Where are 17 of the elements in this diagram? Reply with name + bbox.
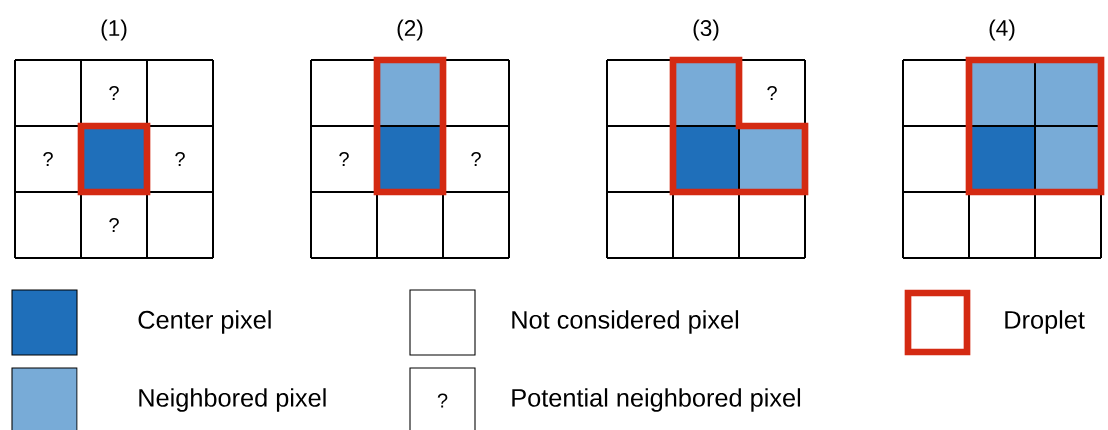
question-mark: ? <box>339 152 349 166</box>
question-mark: ? <box>109 86 119 100</box>
panel-label: (1) <box>101 19 127 41</box>
panel-label: (3) <box>693 19 719 41</box>
legend-label: Neighbored pixel <box>139 388 326 412</box>
panel-label: (4) <box>989 19 1015 41</box>
question-mark: ? <box>175 152 185 166</box>
legend-label: Potential neighbored pixel <box>512 388 801 412</box>
question-mark: ? <box>767 86 777 100</box>
question-mark: ? <box>43 152 53 166</box>
question-mark: ? <box>109 218 119 232</box>
legend-label: Center pixel <box>138 310 271 334</box>
question-mark: ? <box>471 152 481 166</box>
legend-label: Droplet <box>1005 310 1085 334</box>
legend-label: Not considered pixel <box>512 310 739 334</box>
question-mark: ? <box>437 393 448 408</box>
panel-label: (2) <box>397 19 423 41</box>
